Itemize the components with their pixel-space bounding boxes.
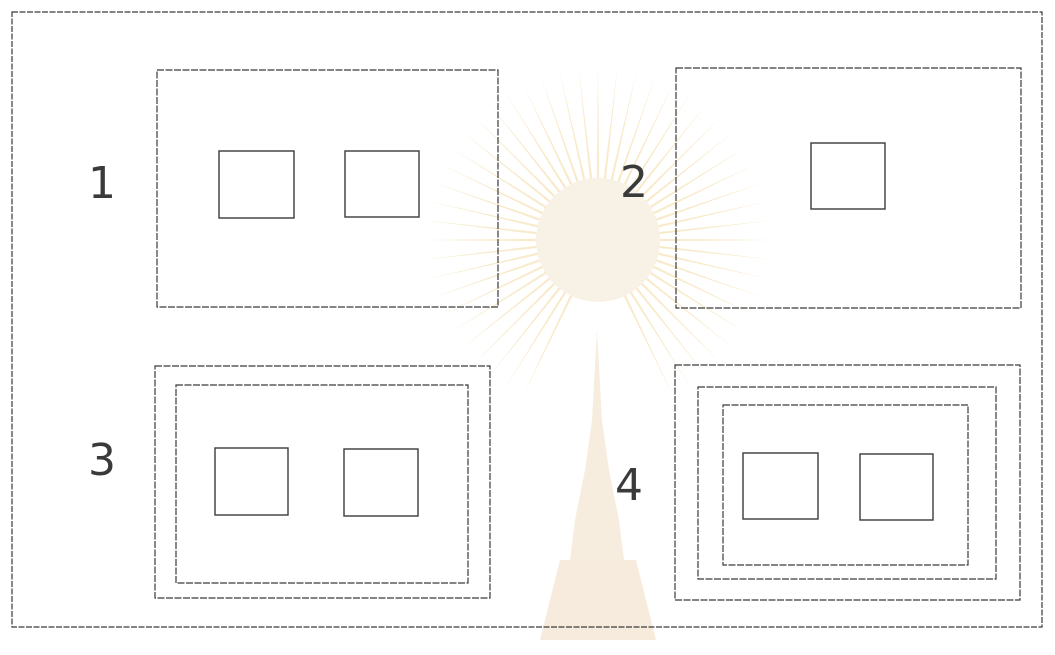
panel-2-frame: [676, 68, 1021, 308]
panel-4: 4: [615, 365, 1020, 600]
watermark-ray: [597, 65, 599, 185]
panel-4-window-left: [743, 453, 818, 519]
watermark-ray: [653, 239, 773, 241]
panel-1: 1: [88, 70, 498, 307]
watermark-ray: [522, 289, 575, 398]
panel-2-window: [811, 143, 885, 209]
panel-4-label: 4: [615, 460, 643, 511]
seal-watermark: [423, 65, 773, 640]
panel-3-outer-frame: [155, 366, 490, 598]
watermark-ray: [423, 239, 543, 241]
panel-4-window-right: [860, 454, 933, 520]
panel-4-inner-frame: [723, 405, 968, 565]
panel-3-window-right: [344, 449, 418, 516]
panel-1-window-right: [345, 151, 419, 217]
panel-1-label: 1: [88, 158, 116, 209]
panel-1-window-left: [219, 151, 294, 218]
watermark-ray: [621, 289, 674, 398]
panel-2-label: 2: [620, 157, 648, 208]
panel-3-label: 3: [88, 435, 116, 486]
panel-3-window-left: [215, 448, 288, 515]
outer-frame: [12, 12, 1042, 627]
panel-3: 3: [88, 366, 490, 598]
panel-3-inner-frame: [176, 385, 468, 583]
panel-1-frame: [157, 70, 498, 307]
watermark-pagoda-base: [540, 560, 656, 640]
